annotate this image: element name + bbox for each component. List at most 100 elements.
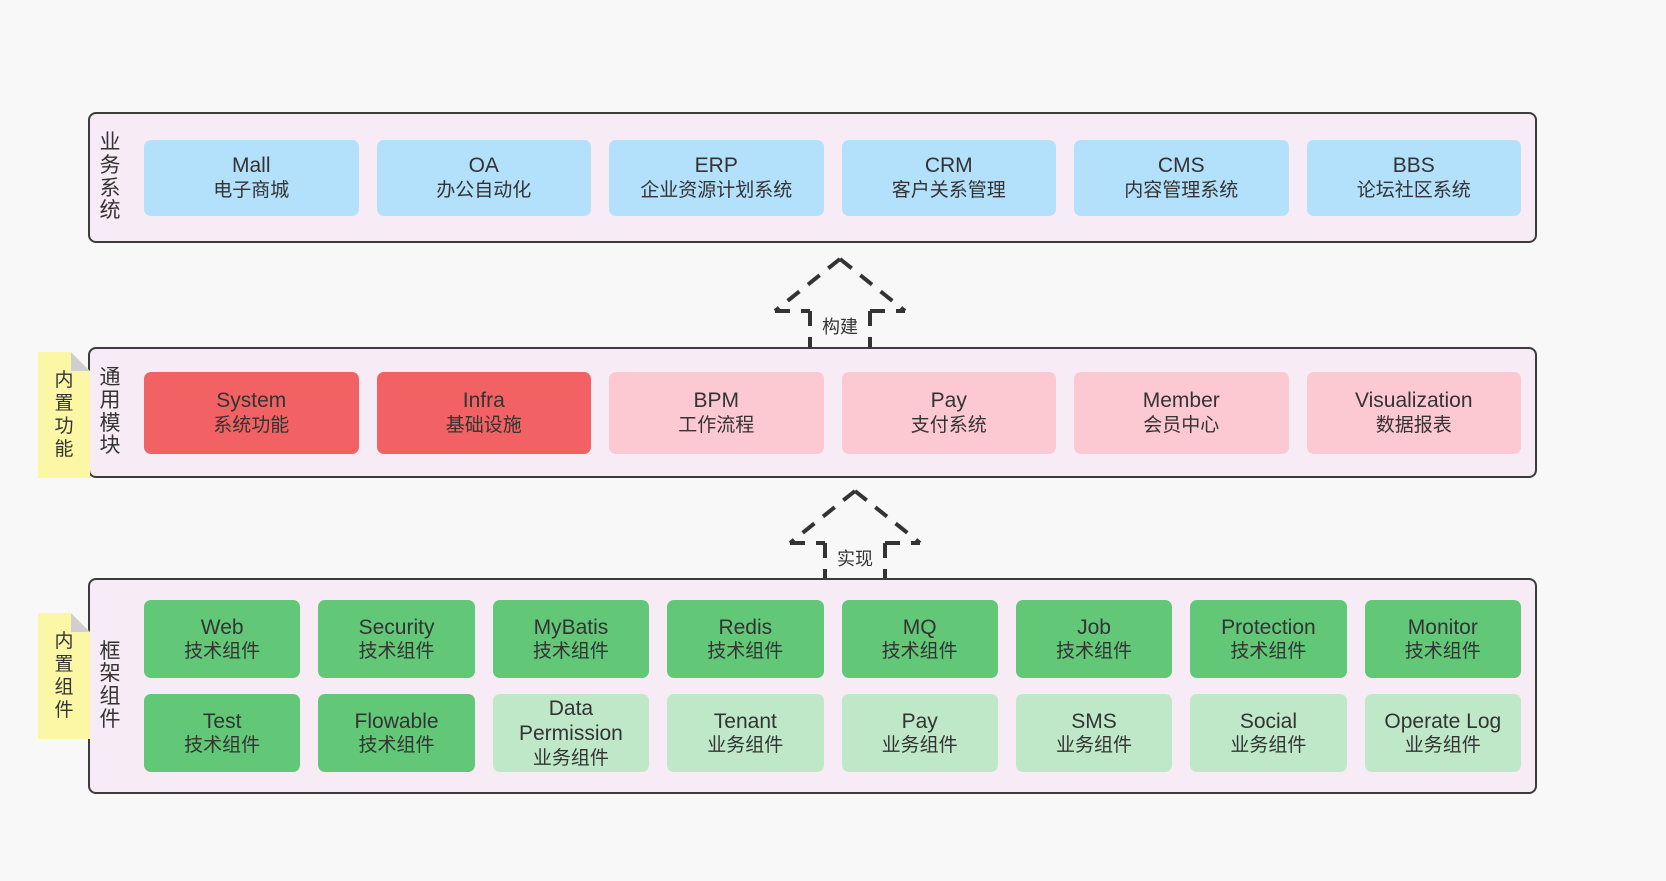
- layer-label-char: 系: [99, 176, 121, 200]
- node-title: Web: [200, 615, 244, 639]
- node-title: Redis: [718, 615, 773, 639]
- node-sms[interactable]: SMS 业务组件: [1015, 694, 1173, 772]
- node-title: Tenant: [713, 709, 777, 733]
- node-bpm[interactable]: BPM 工作流程: [609, 371, 824, 454]
- node-subtitle: 技术组件: [1404, 641, 1481, 663]
- node-subtitle: 内容管理系统: [1124, 179, 1239, 201]
- layer-general-modules-body: System 系统功能 Infra 基础设施 BPM 工作流程 Pay 支付系统…: [130, 349, 1535, 476]
- layer-general-modules: 通 用 模 块 System 系统功能 Infra 基础设施 BPM 工作流程 …: [88, 347, 1537, 478]
- node-title: MQ: [902, 615, 937, 639]
- arrow-realize-label: 实现: [837, 549, 873, 569]
- node-title: SMS: [1071, 709, 1117, 733]
- layer-label-char: 用: [99, 388, 121, 412]
- node-subtitle: 企业资源计划系统: [640, 179, 793, 201]
- node-subtitle: 技术组件: [184, 641, 261, 663]
- layer-label-char: 框: [99, 639, 121, 663]
- node-title: Job: [1077, 615, 1111, 639]
- node-title: Member: [1142, 389, 1220, 413]
- node-operate-log[interactable]: Operate Log 业务组件: [1364, 694, 1521, 772]
- node-title: Pay: [930, 389, 967, 413]
- layer-label-char: 统: [99, 199, 121, 223]
- node-subtitle: 论坛社区系统: [1356, 179, 1471, 201]
- node-subtitle: 基础设施: [445, 414, 522, 436]
- node-subtitle: 技术组件: [532, 641, 609, 663]
- node-mall[interactable]: Mall 电子商城: [144, 139, 359, 216]
- note-char: 内: [54, 369, 74, 391]
- node-data-permission[interactable]: Data Permission 业务组件: [492, 694, 650, 772]
- layer-label-char: 模: [99, 411, 121, 435]
- node-subtitle: 业务组件: [532, 748, 609, 770]
- node-title: OA: [468, 154, 499, 178]
- node-member[interactable]: Member 会员中心: [1074, 371, 1289, 454]
- layer-label-char: 通: [99, 366, 121, 390]
- node-monitor[interactable]: Monitor 技术组件: [1364, 600, 1521, 678]
- node-subtitle: 技术组件: [358, 735, 435, 757]
- note-char: 组: [54, 677, 74, 698]
- node-visualization[interactable]: Visualization 数据报表: [1306, 371, 1521, 454]
- note-char: 件: [54, 700, 74, 722]
- node-job[interactable]: Job 技术组件: [1015, 600, 1173, 678]
- node-subtitle: 业务组件: [881, 735, 958, 757]
- layer-row: Test 技术组件 Flowable 技术组件 Data Permission …: [144, 694, 1521, 772]
- node-title: Test: [202, 709, 242, 733]
- node-title: BPM: [693, 389, 739, 413]
- node-tenant[interactable]: Tenant 业务组件: [667, 694, 824, 772]
- node-subtitle: 支付系统: [910, 414, 987, 436]
- node-infra[interactable]: Infra 基础设施: [376, 371, 591, 454]
- node-title: MyBatis: [533, 615, 609, 639]
- layer-business-systems-body: Mall 电子商城 OA 办公自动化 ERP 企业资源计划系统 CRM 客户关系…: [130, 114, 1535, 241]
- node-system[interactable]: System 系统功能: [144, 371, 359, 454]
- note-builtin-function[interactable]: 内 置 功 能: [38, 352, 90, 478]
- layer-framework-components-body: Web 技术组件 Security 技术组件 MyBatis 技术组件 Redi…: [130, 580, 1535, 792]
- layer-label-char: 块: [99, 434, 121, 458]
- node-subtitle: 会员中心: [1143, 414, 1220, 436]
- node-title: Protection: [1221, 615, 1316, 639]
- node-title: ERP: [694, 154, 738, 178]
- node-subtitle: 技术组件: [1230, 641, 1307, 663]
- note-char: 功: [54, 416, 74, 437]
- layer-row: Mall 电子商城 OA 办公自动化 ERP 企业资源计划系统 CRM 客户关系…: [144, 139, 1521, 216]
- node-mq[interactable]: MQ 技术组件: [841, 600, 998, 678]
- node-title: BBS: [1392, 154, 1435, 178]
- node-crm[interactable]: CRM 客户关系管理: [841, 139, 1056, 216]
- node-subtitle: 技术组件: [707, 641, 784, 663]
- node-oa[interactable]: OA 办公自动化: [376, 139, 591, 216]
- node-subtitle: 业务组件: [707, 735, 784, 757]
- node-erp[interactable]: ERP 企业资源计划系统: [609, 139, 824, 216]
- node-web[interactable]: Web 技术组件: [144, 600, 301, 678]
- layer-label-char: 组: [99, 685, 121, 708]
- node-subtitle: 办公自动化: [436, 179, 532, 201]
- layer-framework-components: 框 架 组 件 Web 技术组件 Security 技术组件 MyBatis 技…: [88, 578, 1537, 794]
- note-char: 能: [54, 439, 74, 461]
- node-subtitle: 技术组件: [184, 735, 261, 757]
- node-title: Social: [1239, 709, 1298, 733]
- note-builtin-component[interactable]: 内 置 组 件: [38, 613, 90, 739]
- layer-label-char: 件: [99, 707, 121, 731]
- arrow-build-label: 构建: [822, 317, 858, 337]
- node-protection[interactable]: Protection 技术组件: [1190, 600, 1347, 678]
- note-char: 置: [54, 392, 74, 414]
- node-pay-business[interactable]: Pay 业务组件: [841, 694, 998, 772]
- node-subtitle: 数据报表: [1375, 414, 1452, 436]
- node-title: Visualization: [1354, 389, 1473, 413]
- node-title: Infra: [462, 389, 505, 413]
- node-test[interactable]: Test 技术组件: [144, 694, 301, 772]
- node-title: Flowable: [354, 709, 439, 733]
- layer-row: Web 技术组件 Security 技术组件 MyBatis 技术组件 Redi…: [144, 600, 1521, 678]
- node-flowable[interactable]: Flowable 技术组件: [318, 694, 475, 772]
- node-cms[interactable]: CMS 内容管理系统: [1074, 139, 1289, 216]
- node-title: Pay: [901, 709, 938, 733]
- node-title: Mall: [231, 154, 271, 178]
- layer-row: System 系统功能 Infra 基础设施 BPM 工作流程 Pay 支付系统…: [144, 371, 1521, 454]
- node-mybatis[interactable]: MyBatis 技术组件: [492, 600, 650, 678]
- node-bbs[interactable]: BBS 论坛社区系统: [1306, 139, 1521, 216]
- node-title: CMS: [1157, 154, 1205, 178]
- node-security[interactable]: Security 技术组件: [318, 600, 475, 678]
- node-subtitle: 技术组件: [881, 641, 958, 663]
- node-pay[interactable]: Pay 支付系统: [841, 371, 1056, 454]
- node-title: CRM: [924, 154, 973, 178]
- node-social[interactable]: Social 业务组件: [1190, 694, 1347, 772]
- node-title: Monitor: [1407, 615, 1478, 639]
- note-char: 内: [54, 630, 74, 652]
- node-redis[interactable]: Redis 技术组件: [667, 600, 824, 678]
